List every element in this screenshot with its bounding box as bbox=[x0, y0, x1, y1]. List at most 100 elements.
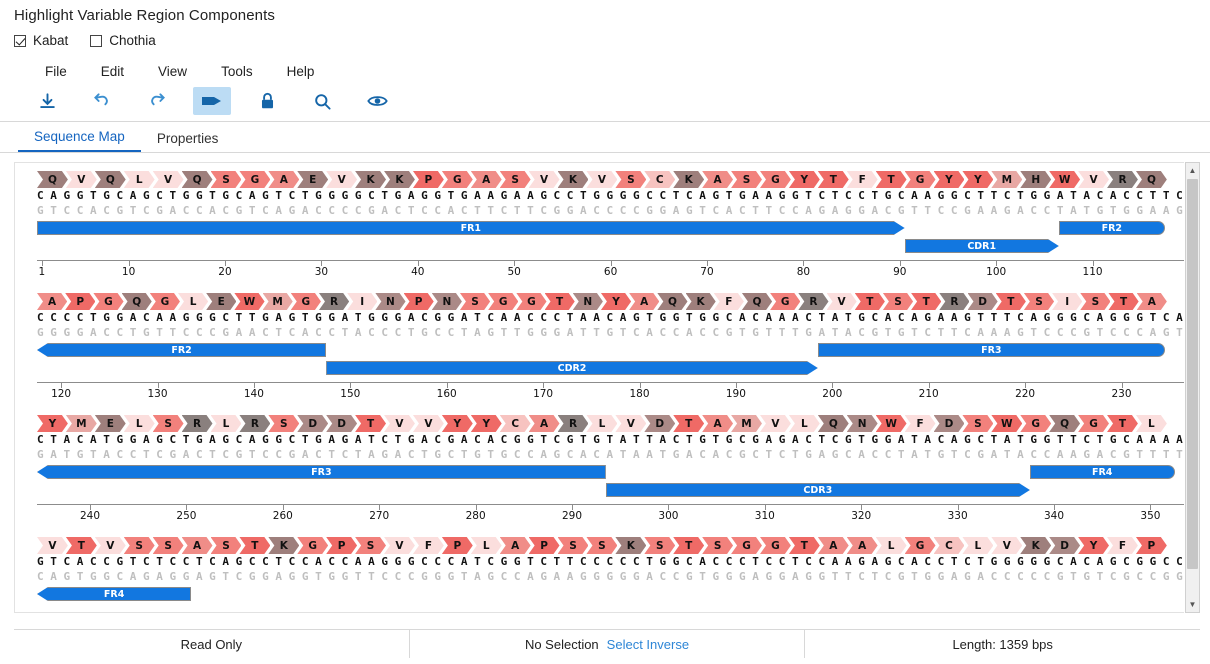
amino-acid-residue[interactable]: M bbox=[263, 293, 293, 310]
amino-acid-residue[interactable]: A bbox=[471, 171, 502, 188]
amino-acid-residue[interactable]: D bbox=[297, 415, 328, 432]
amino-acid-residue[interactable]: V bbox=[1078, 171, 1109, 188]
amino-acid-residue[interactable]: Q bbox=[182, 171, 213, 188]
amino-acid-residue[interactable]: W bbox=[234, 293, 264, 310]
scroll-down-icon[interactable]: ▼ bbox=[1188, 600, 1197, 609]
amino-acid-residue[interactable]: V bbox=[413, 415, 444, 432]
amino-acid-residue[interactable]: C bbox=[500, 415, 531, 432]
amino-acid-residue[interactable]: V bbox=[384, 415, 415, 432]
amino-acid-residue[interactable]: V bbox=[153, 171, 184, 188]
menu-tools[interactable]: Tools bbox=[221, 64, 253, 79]
amino-acid-residue[interactable]: L bbox=[789, 415, 820, 432]
amino-acid-residue[interactable]: S bbox=[211, 537, 242, 554]
redo-button[interactable] bbox=[138, 87, 176, 115]
amino-acid-residue[interactable]: M bbox=[991, 171, 1022, 188]
amino-acid-residue[interactable]: G bbox=[905, 171, 936, 188]
amino-acid-residue[interactable]: G bbox=[760, 537, 791, 554]
amino-acid-residue[interactable]: I bbox=[347, 293, 377, 310]
amino-acid-residue[interactable]: A bbox=[818, 537, 849, 554]
amino-acid-residue[interactable]: Q bbox=[1136, 171, 1167, 188]
nucleotide-antisense-strand[interactable]: G G G G A C C T G T T C C C G A A C T C … bbox=[37, 326, 1183, 339]
amino-acid-residue[interactable]: Y bbox=[789, 171, 820, 188]
amino-acid-residue[interactable]: F bbox=[905, 415, 936, 432]
feature-annotation[interactable]: FR2 bbox=[37, 343, 327, 357]
checkbox-chothia[interactable] bbox=[90, 34, 103, 47]
amino-acid-residue[interactable]: A bbox=[702, 171, 733, 188]
amino-acid-residue[interactable]: L bbox=[876, 537, 907, 554]
amino-acid-residue[interactable]: S bbox=[731, 171, 762, 188]
amino-acid-residue[interactable]: T bbox=[818, 171, 849, 188]
amino-acid-residue[interactable]: R bbox=[182, 415, 213, 432]
amino-acid-residue[interactable]: A bbox=[37, 293, 67, 310]
amino-acid-residue[interactable]: V bbox=[326, 171, 357, 188]
amino-acid-residue[interactable]: V bbox=[827, 293, 857, 310]
amino-acid-residue[interactable]: C bbox=[934, 537, 965, 554]
amino-acid-residue[interactable]: G bbox=[731, 537, 762, 554]
amino-acid-residue[interactable]: K bbox=[615, 537, 646, 554]
amino-acid-residue[interactable]: F bbox=[1107, 537, 1138, 554]
lock-button[interactable] bbox=[248, 87, 286, 115]
amino-acid-residue[interactable]: S bbox=[268, 415, 299, 432]
amino-acid-residue[interactable]: T bbox=[239, 537, 270, 554]
amino-acid-residue[interactable]: R bbox=[558, 415, 589, 432]
checkbox-kabat[interactable] bbox=[14, 34, 26, 47]
amino-acid-residue[interactable]: V bbox=[760, 415, 791, 432]
amino-acid-residue[interactable]: W bbox=[876, 415, 907, 432]
tab-sequence-map[interactable]: Sequence Map bbox=[18, 125, 141, 152]
amino-acid-residue[interactable]: G bbox=[442, 171, 473, 188]
amino-acid-residue[interactable]: P bbox=[326, 537, 357, 554]
amino-acid-residue[interactable]: Q bbox=[95, 171, 126, 188]
amino-acid-residue[interactable]: K bbox=[1020, 537, 1051, 554]
undo-button[interactable] bbox=[83, 87, 121, 115]
amino-acid-residue[interactable]: V bbox=[615, 415, 646, 432]
menu-edit[interactable]: Edit bbox=[100, 64, 125, 79]
amino-acid-residue[interactable]: S bbox=[153, 537, 184, 554]
amino-acid-residue[interactable]: S bbox=[211, 171, 242, 188]
feature-annotation[interactable]: FR1 bbox=[37, 221, 905, 235]
amino-acid-residue[interactable]: L bbox=[471, 537, 502, 554]
visibility-button[interactable] bbox=[358, 87, 396, 115]
amino-acid-residue[interactable]: V bbox=[37, 537, 68, 554]
amino-acid-residue[interactable]: G bbox=[488, 293, 518, 310]
amino-acid-residue[interactable]: V bbox=[384, 537, 415, 554]
amino-acid-residue[interactable]: K bbox=[673, 171, 704, 188]
amino-acid-residue[interactable]: S bbox=[153, 415, 184, 432]
scrollbar-thumb[interactable] bbox=[1187, 179, 1198, 569]
nucleotide-antisense-strand[interactable]: G A T G T A C C T C G A C T C G T C C G … bbox=[37, 448, 1183, 461]
scheme-option-chothia[interactable]: Chothia bbox=[90, 33, 156, 48]
amino-acid-residue[interactable]: P bbox=[65, 293, 95, 310]
amino-acid-residue[interactable]: D bbox=[1049, 537, 1080, 554]
amino-acid-residue[interactable]: L bbox=[124, 415, 155, 432]
amino-acid-residue[interactable]: Q bbox=[657, 293, 687, 310]
amino-acid-residue[interactable]: T bbox=[673, 415, 704, 432]
amino-acid-residue[interactable]: A bbox=[629, 293, 659, 310]
amino-acid-residue[interactable]: Y bbox=[1078, 537, 1109, 554]
amino-acid-residue[interactable]: D bbox=[326, 415, 357, 432]
amino-acid-residue[interactable]: Y bbox=[962, 171, 993, 188]
feature-annotation[interactable]: FR4 bbox=[1029, 465, 1175, 479]
amino-acid-residue[interactable]: R bbox=[1107, 171, 1138, 188]
feature-annotation[interactable]: CDR2 bbox=[326, 361, 818, 375]
amino-acid-residue[interactable]: L bbox=[1136, 415, 1167, 432]
amino-acid-residue[interactable]: E bbox=[297, 171, 328, 188]
amino-acid-residue[interactable]: Q bbox=[742, 293, 772, 310]
amino-acid-residue[interactable]: P bbox=[529, 537, 560, 554]
amino-acid-residue[interactable]: G bbox=[770, 293, 800, 310]
amino-acid-residue[interactable]: R bbox=[939, 293, 969, 310]
amino-acid-residue[interactable]: S bbox=[124, 537, 155, 554]
download-button[interactable] bbox=[28, 87, 66, 115]
amino-acid-residue[interactable]: W bbox=[1049, 171, 1080, 188]
amino-acid-residue[interactable]: K bbox=[384, 171, 415, 188]
amino-acid-residue[interactable]: P bbox=[1136, 537, 1167, 554]
feature-annotation[interactable]: FR3 bbox=[817, 343, 1165, 357]
amino-acid-residue[interactable]: N bbox=[432, 293, 462, 310]
nucleotide-sense-strand[interactable]: G T C A C C G T C T C C T C A G C C T C … bbox=[37, 555, 1183, 568]
amino-acid-residue[interactable]: V bbox=[95, 537, 126, 554]
amino-acid-residue[interactable]: S bbox=[586, 537, 617, 554]
amino-acid-residue[interactable]: P bbox=[442, 537, 473, 554]
amino-acid-residue[interactable]: Y bbox=[471, 415, 502, 432]
